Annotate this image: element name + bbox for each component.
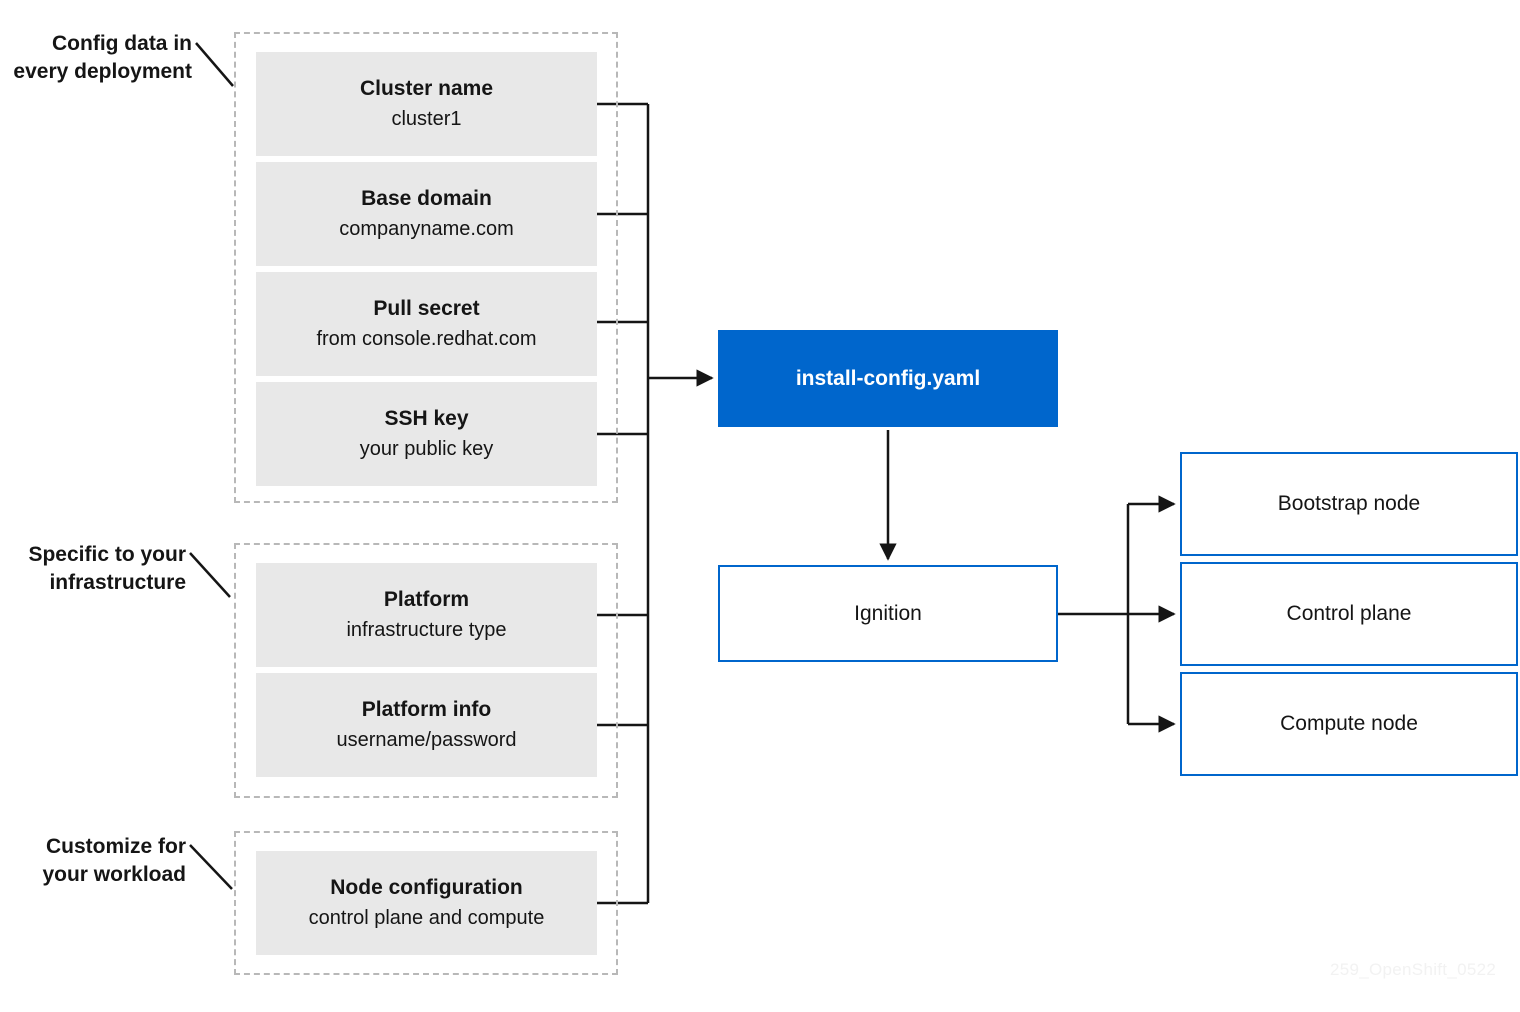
config-box-title: SSH key [384,407,469,431]
group-label-config-data: Config data in every deployment [13,32,192,83]
bootstrap-node-box[interactable]: Bootstrap node [1180,452,1518,556]
leader-lines [189,42,234,890]
config-box-subtitle: infrastructure type [346,618,507,641]
ignition-label: Ignition [854,601,922,625]
config-box-platform[interactable]: Platform infrastructure type [256,563,597,667]
config-box-cluster-name[interactable]: Cluster name cluster1 [256,52,597,156]
config-box-subtitle: your public key [359,437,494,460]
dashed-group-workload [234,831,618,975]
compute-node-label: Compute node [1280,712,1418,735]
config-box-node-configuration[interactable]: Node configuration control plane and com… [256,851,597,955]
ignition-fanout [1058,504,1130,724]
config-box-title: Node configuration [330,876,523,900]
config-box-subtitle: username/password [336,728,517,751]
bootstrap-node-label: Bootstrap node [1277,492,1421,515]
config-box-title: Platform info [361,698,492,722]
config-box-ssh-key[interactable]: SSH key your public key [256,382,597,486]
config-box-base-domain[interactable]: Base domain companyname.com [256,162,597,266]
config-box-title: Platform [383,588,470,612]
config-box-subtitle: from console.redhat.com [316,327,537,350]
config-box-title: Pull secret [373,297,480,321]
compute-node-box[interactable]: Compute node [1180,672,1518,776]
dashed-group-infrastructure [234,543,618,798]
ignition-box[interactable]: Ignition [718,565,1058,662]
config-box-subtitle: cluster1 [391,107,462,130]
config-box-platform-info[interactable]: Platform info username/password [256,673,597,777]
config-box-subtitle: control plane and compute [308,906,545,929]
control-plane-box[interactable]: Control plane [1180,562,1518,666]
dashed-group-config-data [234,32,618,503]
config-box-title: Base domain [361,187,492,211]
watermark-label: 259_OpenShift_0522 [1330,960,1497,979]
control-plane-label: Control plane [1286,602,1412,625]
config-box-pull-secret[interactable]: Pull secret from console.redhat.com [256,272,597,376]
group-label-customize-workload: Customize for your workload [42,835,186,886]
install-config-yaml-label: install-config.yaml [795,366,981,390]
config-box-subtitle: companyname.com [339,217,514,240]
install-config-yaml-box[interactable]: install-config.yaml [718,330,1058,427]
config-box-title: Cluster name [359,77,494,101]
group-label-specific-infrastructure: Specific to your infrastructure [28,543,186,594]
